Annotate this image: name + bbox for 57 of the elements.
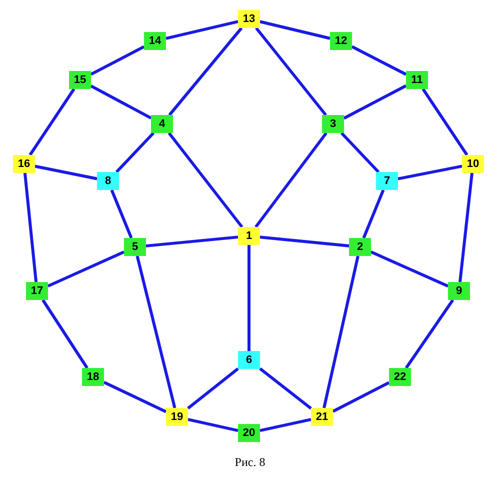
vertex-label: 5 (124, 238, 146, 256)
vertex-label: 19 (166, 408, 188, 426)
vertex-label: 21 (311, 408, 333, 426)
connector-line (254, 132, 328, 228)
connector-line (370, 250, 449, 288)
connector-line (187, 368, 239, 410)
connector-line (28, 88, 76, 156)
connector-line (351, 45, 407, 76)
connector-line (260, 418, 312, 432)
connector-line (248, 245, 250, 351)
connector-line (255, 27, 327, 116)
vertex-label: 15 (69, 71, 91, 89)
vertex-label: 12 (330, 32, 352, 50)
vertex-label: 7 (376, 172, 398, 190)
vertex-label: 22 (389, 368, 411, 386)
vertex-label: 3 (322, 115, 344, 133)
vertex-label: 20 (238, 424, 260, 442)
connector-line (166, 20, 238, 40)
connector-line (146, 236, 238, 248)
connector-line (404, 299, 454, 369)
connector-line (110, 189, 133, 239)
vertex-label: 16 (13, 155, 35, 173)
connector-line (362, 189, 385, 239)
connector-line (90, 84, 152, 120)
connector-line (103, 380, 167, 414)
connector-line (23, 172, 38, 282)
connector-line (34, 164, 98, 180)
vertex-label: 17 (26, 282, 48, 300)
connector-line (188, 418, 238, 432)
figure-caption: Рис. 8 (234, 455, 266, 470)
vertex-label: 14 (144, 32, 166, 50)
vertex-label: 9 (448, 282, 470, 300)
connector-line (260, 236, 350, 248)
connector-line (458, 172, 474, 282)
vertex-label: 18 (82, 368, 104, 386)
vertex-label: 10 (462, 155, 484, 173)
connector-line (168, 27, 243, 116)
connector-line (47, 250, 125, 288)
vertex-label: 1 (238, 227, 260, 245)
vertex-label: 13 (238, 10, 260, 28)
vertex-label: 2 (349, 238, 371, 256)
vertex-label: 11 (406, 71, 428, 89)
connector-line (136, 256, 176, 408)
vertex-label: 8 (97, 172, 119, 190)
connector-line (168, 132, 244, 228)
connector-line (422, 88, 468, 156)
connector-line (322, 256, 360, 408)
connector-line (340, 132, 380, 174)
connector-line (42, 299, 88, 369)
connector-line (90, 45, 145, 76)
connector-line (259, 367, 312, 410)
connector-line (343, 84, 407, 120)
vertex-label: 4 (151, 115, 173, 133)
vertex-label: 6 (238, 351, 260, 369)
connector-line (398, 164, 462, 180)
connector-line (332, 381, 390, 413)
connector-line (260, 20, 330, 40)
